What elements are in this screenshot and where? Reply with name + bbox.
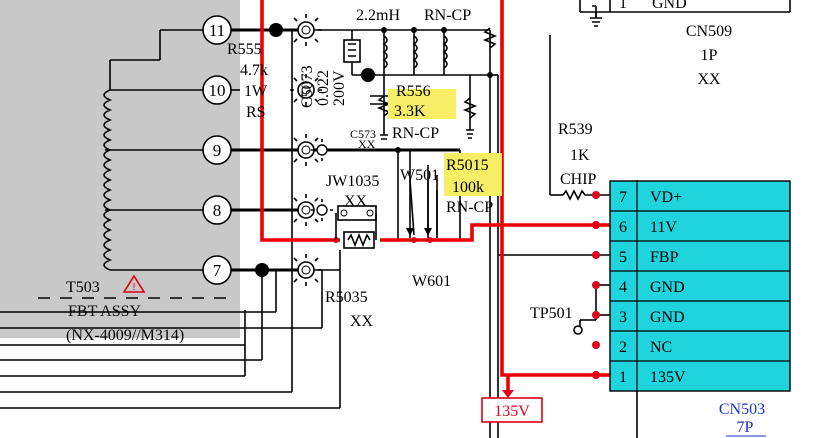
fbt-pin-7-label: 7 bbox=[213, 261, 222, 280]
cn503-pin-label: VD+ bbox=[650, 189, 682, 206]
cn503-pin-label: NC bbox=[650, 339, 672, 356]
t503-ref: T503 bbox=[66, 279, 100, 296]
r555-value: 4.7k bbox=[240, 62, 268, 79]
cn503-connector: 7 VD+ 6 11V 5 FBP 4 GND 3 GND 2 NC 1 135… bbox=[609, 180, 791, 392]
c573-value: XX bbox=[358, 137, 376, 151]
c573-ref: C573 bbox=[350, 127, 376, 141]
r556-ref: R556 bbox=[396, 83, 431, 100]
red-power-traces bbox=[260, 0, 610, 390]
r556-highlight bbox=[388, 89, 456, 119]
r539-symbol bbox=[562, 189, 586, 201]
cn503-pin-num: 1 bbox=[619, 369, 627, 386]
fbt-assy-name: FBT ASSY bbox=[68, 303, 142, 320]
r5015-value: 100k bbox=[452, 179, 484, 196]
cn503-pin-label: 135V bbox=[650, 369, 686, 386]
r5015-type: RN-CP bbox=[446, 199, 493, 216]
fbt-pin-11-label: 11 bbox=[209, 21, 225, 40]
r555-type: RS bbox=[246, 104, 266, 121]
rn-cp-top-label: RN-CP bbox=[424, 7, 471, 24]
fbt-pins: 11 10 9 8 7 bbox=[202, 15, 232, 285]
w601-ref: W601 bbox=[412, 273, 451, 290]
r539-type: CHIP bbox=[560, 171, 597, 188]
r539-value: 1K bbox=[570, 147, 590, 164]
cn503-pin-label: GND bbox=[650, 309, 685, 326]
cn503-pin-num: 5 bbox=[619, 249, 627, 266]
cn503-pin-label: GND bbox=[650, 279, 685, 296]
fbt-pin-10-label: 10 bbox=[209, 81, 226, 100]
r5035-ref: R5035 bbox=[325, 289, 368, 306]
c5073-value: 0.022 bbox=[315, 70, 332, 106]
svg-text:!: ! bbox=[133, 282, 136, 293]
power-flag-135v: 135V bbox=[481, 390, 543, 423]
r555-rating: 1W bbox=[244, 83, 268, 100]
junction-dots bbox=[255, 23, 600, 379]
cn503-pin-num: 6 bbox=[619, 219, 627, 236]
cn503-pin-label: FBP bbox=[650, 249, 679, 266]
cn503-pin-num: 3 bbox=[619, 309, 627, 326]
test-point-pads bbox=[290, 14, 333, 286]
cn509-pin-number: 1 bbox=[619, 0, 627, 12]
r555-ref: R555 bbox=[227, 41, 262, 58]
cn509-value: XX bbox=[697, 71, 721, 88]
component-labels: R555 4.7k 1W RS 2.2mH RN-CP C5073 0.022 … bbox=[66, 7, 597, 344]
fbt-assy-part: (NX-4009//M314) bbox=[66, 327, 184, 344]
cn503-pin-num: 4 bbox=[619, 279, 627, 296]
flag-135v-label: 135V bbox=[494, 403, 530, 420]
cn503-ref: CN503 bbox=[719, 401, 765, 418]
jw1035-value: XX bbox=[344, 193, 368, 210]
caution-triangle-icon: ! bbox=[122, 274, 146, 293]
w501-wire bbox=[406, 179, 438, 236]
fbt-assy-block bbox=[0, 0, 240, 338]
c5073-ref: C5073 bbox=[299, 65, 316, 108]
top-components bbox=[343, 5, 602, 140]
fbt-pin-8-label: 8 bbox=[213, 201, 222, 220]
r539-ref: R539 bbox=[558, 121, 593, 138]
cn509-ref: CN509 bbox=[686, 23, 732, 40]
tp501-test-point bbox=[573, 325, 583, 335]
cn503-pin-num: 7 bbox=[619, 189, 627, 206]
cn509-pin-label: GND bbox=[652, 0, 687, 12]
r556-type: RN-CP bbox=[392, 125, 439, 142]
r5015-ref: R5015 bbox=[446, 157, 489, 174]
tp501-ref: TP501 bbox=[530, 305, 573, 322]
w501-ref: W501 bbox=[400, 167, 439, 184]
fbt-coil bbox=[103, 29, 203, 271]
cn503-pin-label: 11V bbox=[650, 219, 677, 236]
r5035-value: XX bbox=[350, 313, 374, 330]
jw1035-component bbox=[335, 205, 377, 249]
cn503-pin-num: 2 bbox=[619, 339, 627, 356]
fbt-pin-9-label: 9 bbox=[213, 141, 222, 160]
cn509-pins: 1P bbox=[701, 47, 718, 64]
r5015-highlight bbox=[444, 153, 502, 196]
jw1035-ref: JW1035 bbox=[326, 173, 379, 190]
l514-value: 2.2mH bbox=[356, 7, 400, 24]
r556-value: 3.3K bbox=[394, 103, 426, 120]
cn503-pin-count: 7P bbox=[737, 419, 754, 436]
c5073-rating: 200V bbox=[331, 70, 348, 106]
